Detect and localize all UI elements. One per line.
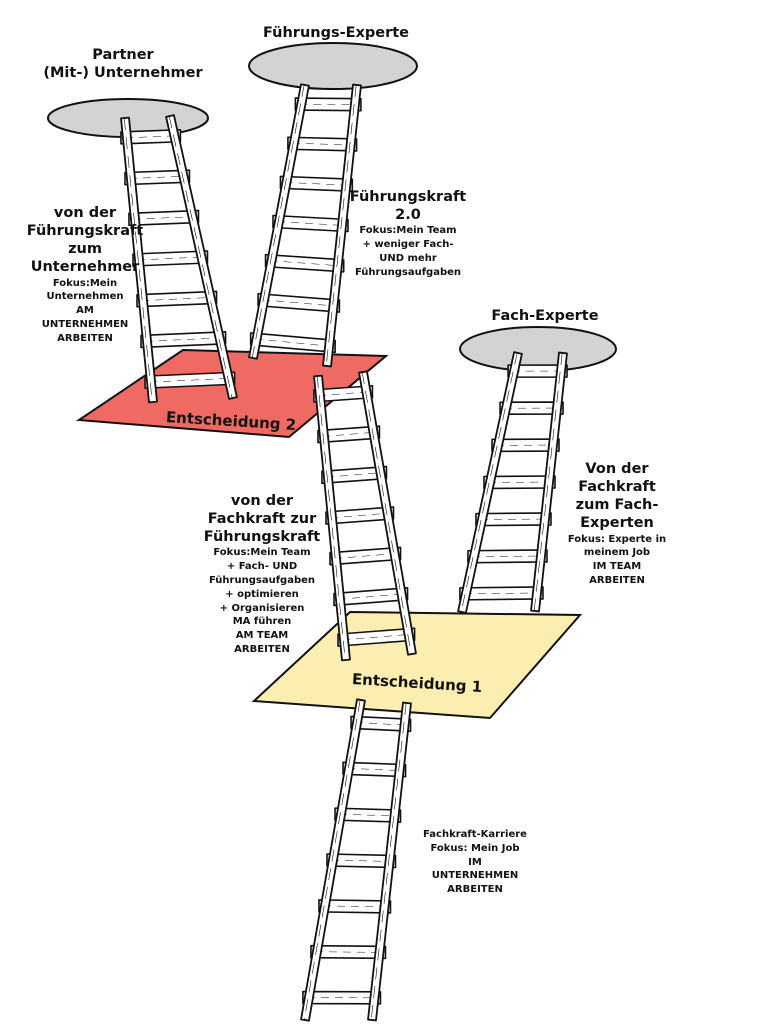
ladder-fuehrungs-experte-rung-grain xyxy=(299,103,357,105)
ladder-fachkraft-rail-left-grain xyxy=(303,699,361,1020)
path-label-fuehrungskraft-2: Führungskraft 2.0 Fokus:Mein Team + weni… xyxy=(349,189,467,278)
ladder-fachkraft-rung-grain xyxy=(347,768,402,771)
ladder-fuehrungskraft-rung-grain xyxy=(329,512,390,519)
goal-label-partner: Partner (Mit-) Unternehmer xyxy=(43,47,203,82)
ladder-fuehrungs-experte-rung-grain xyxy=(269,260,340,267)
ladder-fachkraft-rung xyxy=(342,761,407,778)
ladder-partner-rail-right-grain xyxy=(168,116,233,399)
ladder-fuehrungs-experte-rung-grain xyxy=(276,221,345,226)
ladder-partner-rail-right xyxy=(165,114,238,400)
ladder-fachkraft-rung xyxy=(350,715,412,732)
ladder-fachkraft-rail-right-grain xyxy=(370,702,407,1020)
ladder-fuehrungskraft-rung-grain xyxy=(321,431,376,437)
ladder-fachkraft-rail-right xyxy=(367,701,412,1022)
ladder-fach-experte-rung xyxy=(459,586,544,601)
ladder-fuehrungs-experte-rung-grain xyxy=(291,142,353,146)
ladder-fach-experte-rung-grain xyxy=(479,518,547,520)
path-label-unternehmer: von der Führungskraft zum Unternehmer Fo… xyxy=(26,205,144,344)
ladder-fuehrungs-experte-rung xyxy=(257,292,341,313)
ladder-fach-experte-rail-left xyxy=(457,351,523,614)
ladder-fach-experte-rung-grain xyxy=(487,481,552,483)
ladder-fuehrungskraft-rail-left-grain xyxy=(316,376,346,661)
path-label-fuehrungskraft: von der Fachkraft zur Führungskraft Foku… xyxy=(203,493,321,655)
path-label-fachkraft: Fachkraft-Karriere Fokus: Mein Job IM UN… xyxy=(423,829,527,896)
ladder-partner-rung-grain xyxy=(132,216,195,220)
ladder-fach-experte-rung-grain xyxy=(471,555,543,557)
ladder-partner-rung-grain xyxy=(136,256,204,261)
ladder-fuehrungs-experte xyxy=(248,83,362,368)
ladder-fach-experte-rung xyxy=(499,401,564,416)
ladder-fuehrungskraft-rung-grain xyxy=(338,593,404,600)
ladder-partner-rung-grain xyxy=(141,297,213,301)
ladder-partner-rung-grain xyxy=(128,175,186,179)
ladder-partner-rung-grain xyxy=(124,135,177,139)
ladder-fachkraft-rung-grain xyxy=(339,813,397,817)
goal-label-fach-experte: Fach-Experte xyxy=(491,308,599,324)
ladder-fuehrungs-experte-rail-right xyxy=(322,83,362,368)
ladder-partner xyxy=(120,114,238,404)
ladder-fuehrungskraft-rung-grain xyxy=(325,472,383,478)
ladder-fach-experte xyxy=(457,351,568,614)
ladder-fachkraft-rail-left xyxy=(300,698,366,1022)
ladder-fuehrungskraft-rail-right-grain xyxy=(361,372,412,655)
ladder-fach-experte-rung xyxy=(507,364,568,378)
ladder-fachkraft-rung-grain xyxy=(322,905,387,908)
ladder-fuehrungskraft-rail-left xyxy=(313,374,351,662)
ladder-partner-rung-grain xyxy=(145,337,222,342)
ladder-fachkraft-rung-grain xyxy=(330,859,392,862)
ladder-fachkraft xyxy=(300,698,412,1022)
goal-label-fuehrungs-experte: Führungs-Experte xyxy=(262,25,410,41)
ladder-fuehrungskraft xyxy=(313,370,417,662)
ladder-fuehrungskraft-rung-grain xyxy=(342,634,411,641)
ladder-fachkraft-rung-grain xyxy=(314,951,382,953)
ladder-fuehrungskraft-rail-right xyxy=(358,370,417,656)
ladder-partner-rail-left-grain xyxy=(123,118,153,403)
ladder-fach-experte-rail-left-grain xyxy=(460,352,518,612)
ladder-fach-experte-rail-right xyxy=(530,351,568,613)
ladder-partner-rail-left xyxy=(120,116,158,404)
ladder-fuehrungs-experte-rung-grain xyxy=(262,299,336,307)
ladder-fach-experte-rung-grain xyxy=(463,592,539,595)
ladder-fuehrungskraft-rung-grain xyxy=(317,391,369,397)
ladder-fach-experte-rail-right-grain xyxy=(533,352,563,611)
goal-ellipse-fuehrungs-experte xyxy=(248,42,418,90)
ladder-fuehrungskraft-rung-grain xyxy=(333,553,397,559)
ladder-fuehrungs-experte-rung-grain xyxy=(284,182,349,186)
ladder-fachkraft-rung-grain xyxy=(355,722,407,726)
ladder-fuehrungs-experte-rail-right-grain xyxy=(325,84,357,366)
decision-platform-1 xyxy=(251,610,583,720)
path-label-fach-experte: Von der Fachkraft zum Fach- Experten Fok… xyxy=(567,461,667,586)
ladder-fuehrungs-experte-rail-left xyxy=(248,83,310,360)
ladder-fuehrungs-experte-rail-left-grain xyxy=(251,84,305,358)
ladder-fuehrungs-experte-rung xyxy=(249,332,336,354)
